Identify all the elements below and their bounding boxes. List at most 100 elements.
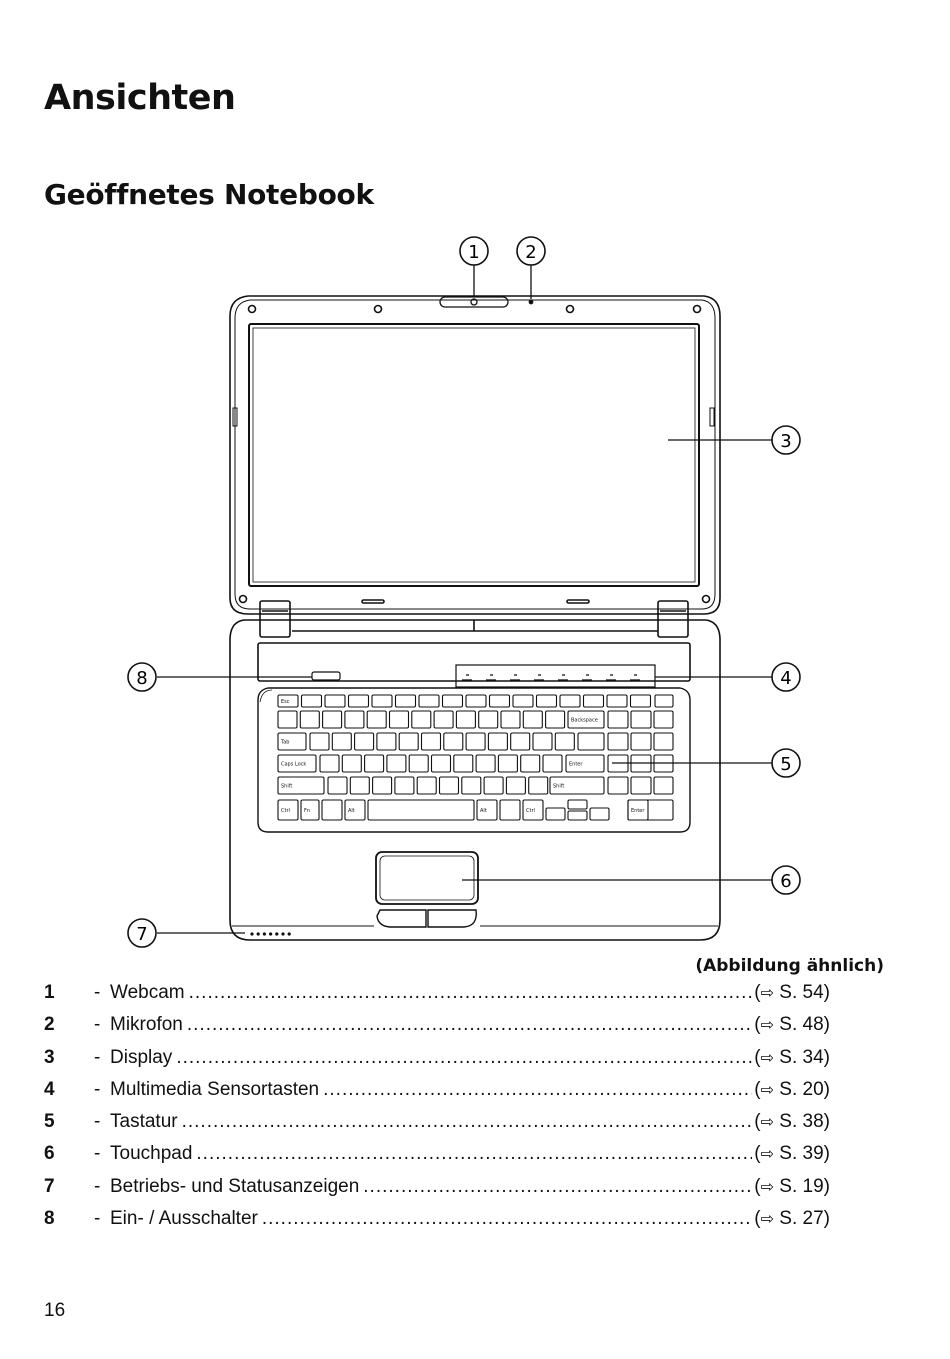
svg-text:3: 3	[780, 431, 791, 452]
multimedia-sensor-keys	[455, 664, 656, 688]
legend-item: 7-Betriebs- und Statusanzeigen(⇨ S. 19)	[44, 1176, 830, 1208]
key-label: Esc	[281, 699, 290, 705]
key	[500, 710, 521, 729]
key	[438, 776, 460, 795]
key	[478, 710, 499, 729]
touchpad-right-button	[427, 909, 477, 928]
callout-5: 5	[771, 748, 801, 778]
key	[487, 732, 508, 751]
arrow-right-icon: ⇨	[760, 1081, 775, 1099]
touchpad-left-button	[376, 909, 427, 928]
key-fn-label: Fn	[304, 808, 310, 814]
legend-item: 3-Display(⇨ S. 34)	[44, 1047, 830, 1079]
key	[653, 710, 674, 729]
key	[394, 694, 417, 708]
key	[388, 710, 410, 729]
key-caps-lock	[277, 754, 317, 773]
status-led	[256, 932, 260, 936]
key	[372, 776, 393, 795]
key	[309, 732, 330, 751]
key-ctrl-left	[277, 799, 299, 821]
status-led	[287, 932, 291, 936]
svg-text:8: 8	[136, 668, 147, 689]
power-button	[311, 671, 341, 681]
key-shift-left-label: Shift	[281, 784, 292, 790]
page-number: 16	[44, 1300, 66, 1321]
key	[630, 732, 652, 751]
key-enter-label: Enter	[569, 762, 583, 768]
page-title: Ansichten	[44, 78, 236, 118]
callout-8: 8	[127, 662, 157, 692]
key	[408, 754, 429, 773]
key-shift-right-label: Shift	[553, 784, 564, 790]
key	[300, 694, 323, 708]
key	[443, 732, 464, 751]
legend-item: 1-Webcam(⇨ S. 54)	[44, 982, 830, 1014]
arrow-right-icon: ⇨	[760, 1049, 775, 1067]
key	[371, 694, 393, 708]
key	[277, 710, 298, 729]
key	[653, 732, 674, 751]
key	[497, 754, 518, 773]
key-ctrl-right-label: Ctrl	[526, 808, 535, 814]
key	[630, 710, 652, 729]
key-arrow-up	[567, 799, 588, 810]
key	[386, 754, 407, 773]
key	[322, 710, 343, 729]
svg-text:6: 6	[780, 871, 791, 892]
microphone	[528, 299, 534, 305]
key	[465, 694, 487, 708]
key-space	[367, 799, 475, 821]
svg-text:1: 1	[468, 242, 479, 263]
status-led	[262, 932, 266, 936]
key-arrow-down	[567, 810, 588, 821]
svg-text:4: 4	[780, 668, 791, 689]
key-numpad-enter-label: Enter	[631, 808, 645, 814]
key	[398, 732, 419, 751]
key	[344, 710, 365, 729]
legend-item: 8-Ein- / Ausschalter(⇨ S. 27)	[44, 1208, 830, 1240]
key-tab-label: Tab	[280, 740, 289, 746]
key	[607, 732, 629, 751]
key	[606, 694, 628, 708]
arrow-right-icon: ⇨	[760, 1146, 775, 1164]
key	[418, 694, 440, 708]
callout-6: 6	[771, 865, 801, 895]
figure-caption: (Abbildung ähnlich)	[695, 956, 884, 976]
key-menu	[499, 799, 521, 821]
display-screen	[248, 323, 700, 587]
arrow-right-icon: ⇨	[760, 1114, 775, 1132]
svg-text:7: 7	[136, 924, 147, 945]
key	[483, 776, 504, 795]
status-led	[250, 932, 254, 936]
display-lid	[229, 295, 721, 615]
key-alt-right	[476, 799, 498, 821]
key	[411, 710, 432, 729]
legend-item: 4-Multimedia Sensortasten(⇨ S. 20)	[44, 1079, 830, 1111]
key	[475, 754, 496, 773]
key	[545, 710, 566, 729]
key-fn	[300, 799, 320, 821]
key	[607, 710, 629, 729]
key-tab	[277, 732, 307, 751]
arrow-right-icon: ⇨	[760, 1017, 775, 1035]
sensor-strip	[257, 642, 691, 682]
notebook-base	[229, 619, 721, 941]
key-ctrl-right	[522, 799, 544, 821]
key-windows	[321, 799, 343, 821]
callout-3: 3	[771, 425, 801, 455]
key	[532, 732, 553, 751]
legend-item: 2-Mikrofon(⇨ S. 48)	[44, 1014, 830, 1046]
key	[347, 694, 370, 708]
svg-text:2: 2	[525, 242, 536, 263]
key	[364, 754, 385, 773]
key	[299, 710, 320, 729]
key	[522, 710, 543, 729]
status-led	[269, 932, 273, 936]
callout-4: 4	[771, 662, 801, 692]
key	[420, 732, 442, 751]
key	[349, 776, 370, 795]
key	[535, 694, 558, 708]
callout-1: 1	[459, 236, 489, 266]
